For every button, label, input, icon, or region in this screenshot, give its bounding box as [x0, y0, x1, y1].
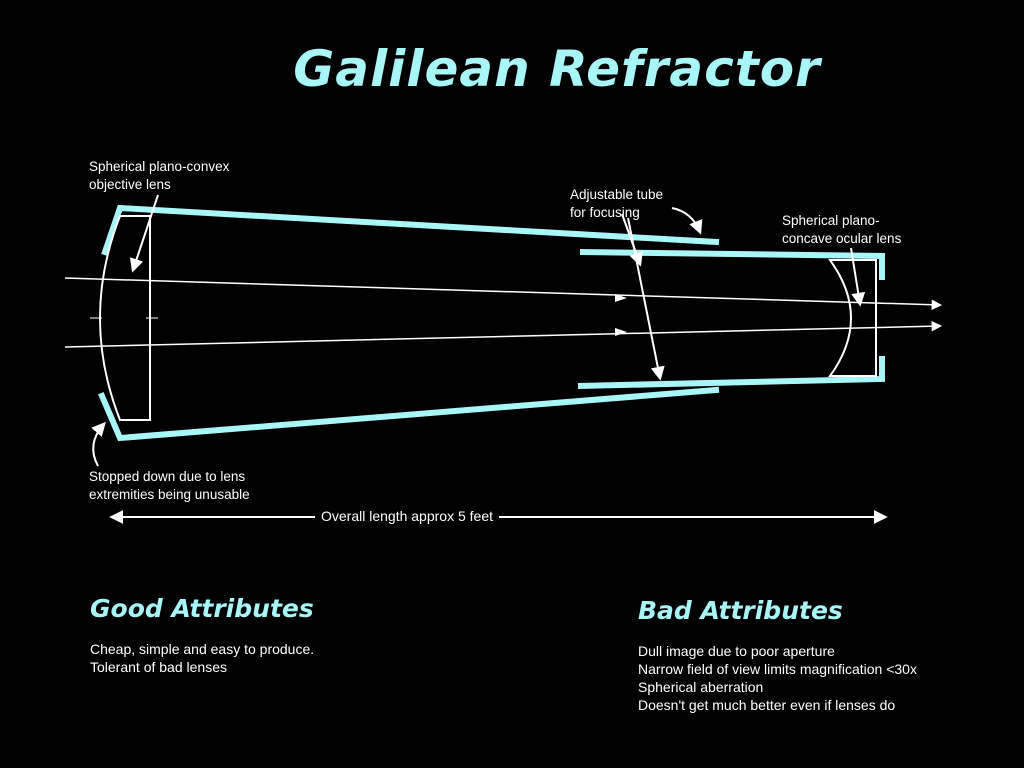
focus-tube-bottom [577, 356, 885, 389]
ocular-lens [828, 259, 877, 377]
good-attributes-heading: Good Attributes [90, 594, 314, 623]
list-item: Doesn't get much better even if lenses d… [638, 697, 896, 713]
ocular-pointer [850, 247, 866, 307]
list-item: Cheap, simple and easy to produce. [90, 641, 315, 657]
length-label: Overall length approx 5 feet [315, 508, 499, 524]
focus-tube-top [579, 249, 885, 280]
focus-tube [577, 249, 885, 389]
light-rays [64, 277, 943, 348]
list-item: Spherical aberration [638, 679, 764, 695]
stopped-pointer [91, 421, 106, 467]
main-tube [98, 204, 720, 442]
objective-label: Spherical plano-convex objective lens [89, 159, 230, 192]
stopped-label: Stopped down due to lens extremities bei… [89, 469, 250, 502]
list-item: Narrow field of view limits magnificatio… [638, 661, 917, 677]
good-attributes-list: Cheap, simple and easy to produce. Toler… [90, 640, 314, 676]
tube-label: Adjustable tube for focusing [570, 187, 664, 220]
ray-upper [64, 277, 943, 310]
tube-pointer-bottom [627, 217, 665, 381]
bad-attributes-heading: Bad Attributes [638, 596, 843, 625]
pointer-arrows [91, 194, 866, 467]
tube-pointer [671, 207, 703, 235]
bad-attributes-list: Dull image due to poor aperture Narrow f… [638, 642, 917, 714]
ray-lower [64, 320, 943, 348]
main-tube-top [101, 204, 720, 256]
list-item: Dull image due to poor aperture [638, 643, 835, 659]
objective-pointer [129, 194, 159, 273]
objective-lens [99, 215, 151, 421]
main-tube-bottom [98, 386, 720, 442]
tube-pointer-top [621, 213, 643, 267]
list-item: Tolerant of bad lenses [90, 659, 227, 675]
page-title: Galilean Refractor [293, 40, 821, 98]
ocular-label: Spherical plano- concave ocular lens [782, 213, 902, 246]
